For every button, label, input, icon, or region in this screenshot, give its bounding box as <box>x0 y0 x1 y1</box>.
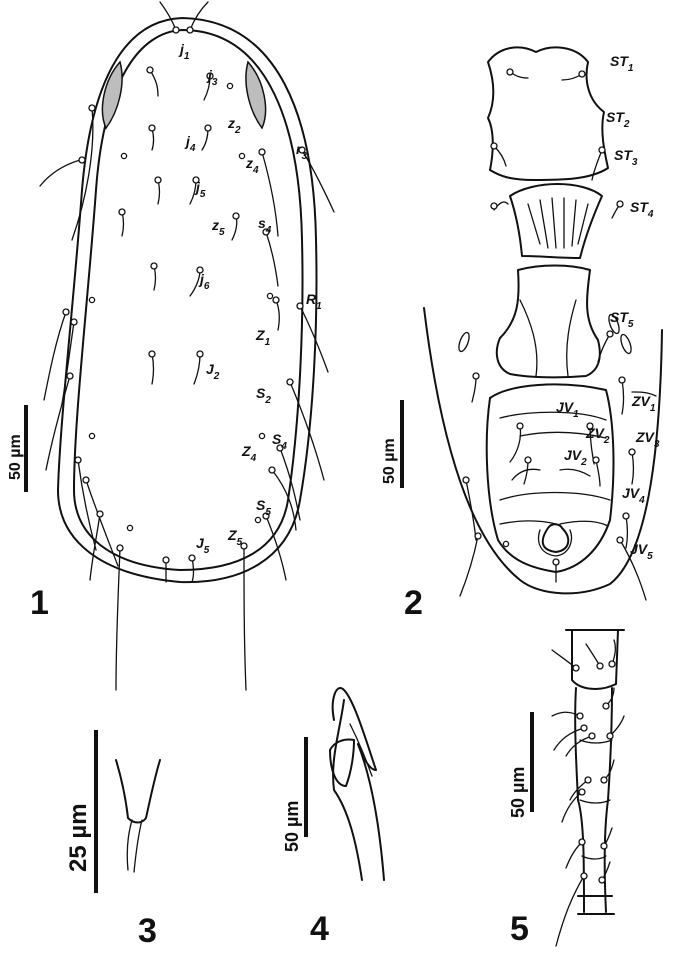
seta-label-s4: s4 <box>258 215 272 236</box>
seta-label-z4: z4 <box>245 155 259 176</box>
seta-label-JV2: JV2 <box>564 447 587 468</box>
seta-label-Z1: Z1 <box>255 327 271 348</box>
seta-label-ST3: ST3 <box>614 147 638 168</box>
seta-label-j5: j5 <box>194 179 206 200</box>
seta-label-j1: j1 <box>178 41 190 62</box>
seta-label-ST2: ST2 <box>606 109 630 130</box>
seta-label-Z4: Z4 <box>241 443 257 464</box>
seta-label-z5: z5 <box>211 217 225 238</box>
seta-label-j4: j4 <box>184 133 196 154</box>
seta-label-Z5: Z5 <box>227 527 243 548</box>
figure-number-1: 1 <box>30 584 49 622</box>
figure-number-3: 3 <box>138 912 157 950</box>
scale-label-fig4: 50 µm <box>282 801 302 852</box>
seta-label-S4: S4 <box>272 431 287 452</box>
seta-label-z2: z2 <box>227 115 241 136</box>
ventral-drawing <box>423 46 663 601</box>
figure-number-2: 2 <box>404 584 423 622</box>
ventral-seta-labels: ST1 ST2 ST3 ST4 ST5 JV1 ZV1 ZV2 ZV3 JV2 … <box>556 53 660 562</box>
seta-label-S2: S2 <box>256 385 271 406</box>
seta-label-j3: j3 <box>206 67 218 88</box>
scale-label-fig5: 50 µm <box>508 767 528 818</box>
dorsal-seta-labels: j1 j3 z2 r3 j4 z4 j5 z5 s4 j6 R1 Z1 J2 S… <box>178 41 322 556</box>
seta-label-ST5: ST5 <box>610 309 634 330</box>
seta-label-JV4: JV4 <box>622 485 645 506</box>
seta-label-JV1: JV1 <box>556 399 579 420</box>
figure-number-4: 4 <box>310 910 329 948</box>
scale-label-fig3: 25 µm <box>65 803 92 872</box>
seta-label-J2: J2 <box>206 361 220 382</box>
figure-number-5: 5 <box>510 910 529 948</box>
seta-label-J5: J5 <box>196 535 210 556</box>
chelicera-drawing <box>329 687 385 881</box>
seta-label-ST1: ST1 <box>610 53 634 74</box>
scale-label-fig1: 50 µm <box>7 434 24 480</box>
seta-label-ZV1: ZV1 <box>631 393 656 414</box>
seta-label-j6: j6 <box>198 271 210 292</box>
dorsal-shield-drawing <box>39 1 335 691</box>
seta-label-S5: S5 <box>256 497 271 518</box>
seta-label-JV5: JV5 <box>630 541 653 562</box>
seta-label-ZV3: ZV3 <box>635 429 660 450</box>
leg-drawing <box>551 629 625 947</box>
seta-label-R1: R1 <box>306 291 322 312</box>
scale-label-fig2: 50 µm <box>381 438 398 484</box>
seta-label-ZV2: ZV2 <box>585 425 610 446</box>
seta-label-r3: r3 <box>296 141 307 162</box>
spermatheca-drawing <box>115 759 161 873</box>
seta-label-ST4: ST4 <box>630 199 654 220</box>
